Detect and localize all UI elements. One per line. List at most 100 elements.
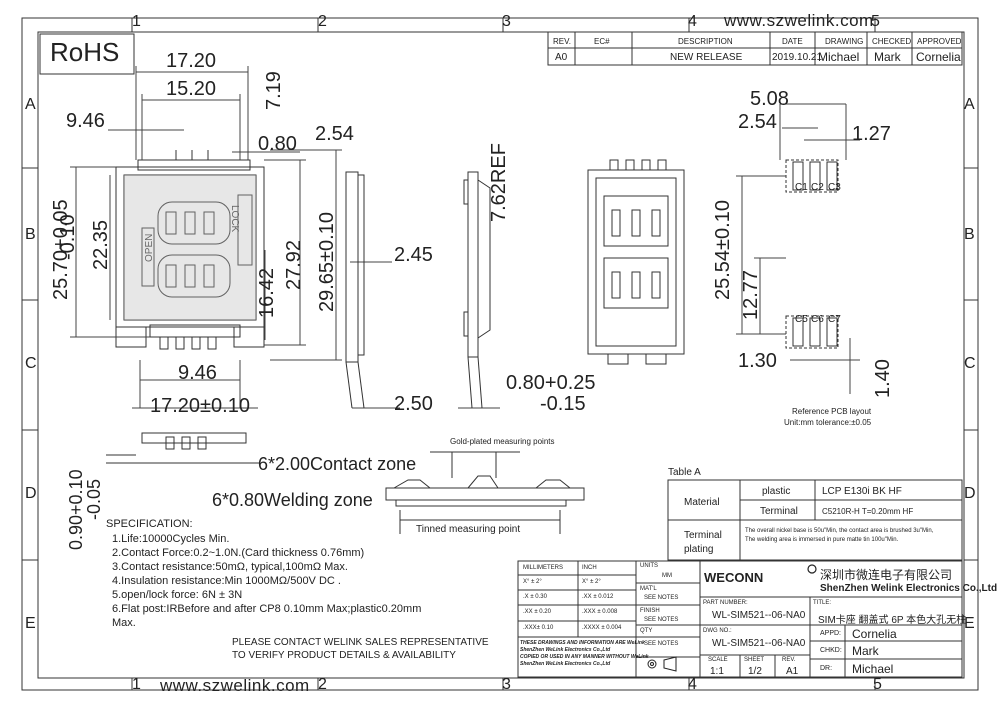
welding-zone-label: 6*0.80Welding zone <box>212 490 373 510</box>
tol-inch-row-4: .XXXX ± 0.004 <box>582 625 622 631</box>
zone-row-c-right: C <box>964 355 976 372</box>
tol-matl-value: SEE NOTES <box>644 595 679 601</box>
dwg-no-value: WL-SIM521--06-NA0 <box>712 638 806 649</box>
spec-item-7: Max. <box>112 617 136 629</box>
tol-matl-label: MAT'L <box>640 586 657 592</box>
pcb-dim-2-54: 2.54 <box>738 111 777 133</box>
pin-c1: C1 <box>795 182 808 193</box>
pin-c6: C6 <box>811 314 824 325</box>
website-top[interactable]: www.szwelink.com <box>724 11 874 30</box>
scale-value: 1:1 <box>710 666 724 677</box>
pin-c7: C7 <box>828 314 841 325</box>
connector-top-view <box>115 150 265 350</box>
dim-7-19: 7.19 <box>263 71 285 110</box>
rev-header-description: DESCRIPTION <box>678 37 733 46</box>
rev-header-drawing: DRAWING <box>825 37 864 46</box>
weconn-logo <box>807 564 817 574</box>
pcb-layout <box>785 159 839 349</box>
company-name-cn: 深圳市微连电子有限公司 <box>820 568 953 582</box>
tol-mm-row-3: .XX ± 0.20 <box>523 609 551 615</box>
rev-header-checked: CHECKED <box>872 37 912 46</box>
zone-row-b-left: B <box>25 226 36 243</box>
pin-c3: C3 <box>828 182 841 193</box>
rev-header-rev: REV. <box>553 37 571 46</box>
dim-29-65: 29.65±0.10 <box>316 212 338 312</box>
legal-line-2: ShenZhen WeLink Electronics Co.,Ltd <box>520 647 611 653</box>
rev-header-approved: APPROVED <box>917 37 962 46</box>
zone-row-d-left: D <box>25 485 37 502</box>
tol-inch-row-1: X° ± 2° <box>582 579 601 585</box>
table-a-terminal: Terminal <box>760 506 798 517</box>
dim-2-45: 2.45 <box>394 244 433 266</box>
rev-value-description: NEW RELEASE <box>670 52 743 63</box>
zone-row-a-right: A <box>964 96 975 113</box>
outer-frame <box>21 17 979 691</box>
rev-label: REV. <box>782 657 796 663</box>
tol-finish-label: FINISH <box>640 608 660 614</box>
zone-col-5-top: 5 <box>871 13 880 30</box>
dim-22-35: 22.35 <box>90 219 112 270</box>
sheet-value: 1/2 <box>748 666 762 677</box>
pcb-dim-12-77: 12.77 <box>740 269 762 320</box>
zone-row-c-left: C <box>25 355 37 372</box>
rev-header-date: DATE <box>782 37 803 46</box>
spec-item-1: 1.Life:10000Cycles Min. <box>112 533 230 545</box>
zone-col-4-bottom: 4 <box>688 676 697 693</box>
tol-inch-row-3: .XXX ± 0.008 <box>582 609 618 615</box>
notice-line-1: PLEASE CONTACT WELINK SALES REPRESENTATI… <box>232 637 489 648</box>
spec-item-2: 2.Contact Force:0.2~1.0N.(Card thickness… <box>112 547 365 559</box>
tinned-label: Tinned measuring point <box>416 524 521 535</box>
dim-0-80: 0.80 <box>258 133 297 155</box>
spec-item-4: 4.Insulation resistance:Min 1000MΩ/500V … <box>112 575 341 587</box>
dwg-no-label: DWG NO.: <box>703 628 732 634</box>
pcb-tolerance: Unit:mm tolerance:±0.05 <box>784 418 872 427</box>
legal-line-1: THESE DRAWINGS AND INFORMATION ARE WeLin… <box>520 640 645 646</box>
zone-row-b-right: B <box>964 226 975 243</box>
website-bottom[interactable]: www.szwelink.com <box>160 676 310 695</box>
table-a-title: Table A <box>668 467 701 478</box>
company-name-en: ShenZhen Welink Electronics Co.,Ltd <box>820 583 998 594</box>
spec-title: SPECIFICATION: <box>106 518 193 530</box>
side-view-2 <box>463 171 491 409</box>
title-label: TITLE: <box>813 600 832 606</box>
rev-header-ec: EC# <box>594 37 610 46</box>
brand-logo-text: WECONN <box>704 570 764 585</box>
contact-zone-view <box>385 452 585 534</box>
spec-item-3: 3.Contact resistance:50mΩ, typical,100mΩ… <box>112 561 348 573</box>
pin-c2: C2 <box>811 182 824 193</box>
table-a-plating-2: plating <box>684 544 714 555</box>
table-a-material: Material <box>684 497 720 508</box>
zone-col-1-bottom: 1 <box>132 676 141 693</box>
rev-value-checked: Mark <box>874 50 901 64</box>
tol-header-inch: INCH <box>582 565 597 571</box>
title-value: SIM卡座 翻盖式 6P 本色大孔无柱 <box>818 615 967 626</box>
sheet-label: SHEET <box>744 657 765 663</box>
zone-col-3-bottom: 3 <box>502 676 511 693</box>
zone-col-3-top: 3 <box>502 13 511 30</box>
pcb-dim-25-54: 25.54±0.10 <box>712 200 734 300</box>
tol-inch-row-2: .XX ± 0.012 <box>582 594 614 600</box>
zone-col-5-bottom: 5 <box>873 676 882 693</box>
legal-line-4: ShenZhen WeLink Electronics Co.,Ltd <box>520 661 611 667</box>
rev-value-rev: A0 <box>555 52 568 63</box>
rev-value-drawing: Michael <box>818 50 860 64</box>
scale-label: SCALE <box>708 657 728 663</box>
dim-9-46-bottom: 9.46 <box>178 362 217 384</box>
dim-0-80-tol-b: -0.15 <box>540 393 586 415</box>
chkd-value: Mark <box>852 644 879 658</box>
rohs-label: RoHS <box>50 37 120 67</box>
dim-27-92: 27.92 <box>283 239 305 290</box>
dim-2-54: 2.54 <box>315 123 354 145</box>
table-a-plastic: plastic <box>762 486 791 497</box>
zone-col-1-top: 1 <box>132 13 141 30</box>
tol-units-value: MM <box>662 573 672 579</box>
lock-label: LOCK <box>229 205 240 233</box>
contact-zone-label: 6*2.00Contact zone <box>258 454 417 474</box>
table-a-plastic-value: LCP E130i BK HF <box>822 486 902 497</box>
rev-value: A1 <box>786 666 799 677</box>
pin-c5: C5 <box>795 314 808 325</box>
pcb-dim-5-08: 5.08 <box>750 88 789 110</box>
tol-qty-label: QTY <box>640 628 653 634</box>
table-a-terminal-value: C5210R-H T=0.20mm HF <box>822 507 914 516</box>
